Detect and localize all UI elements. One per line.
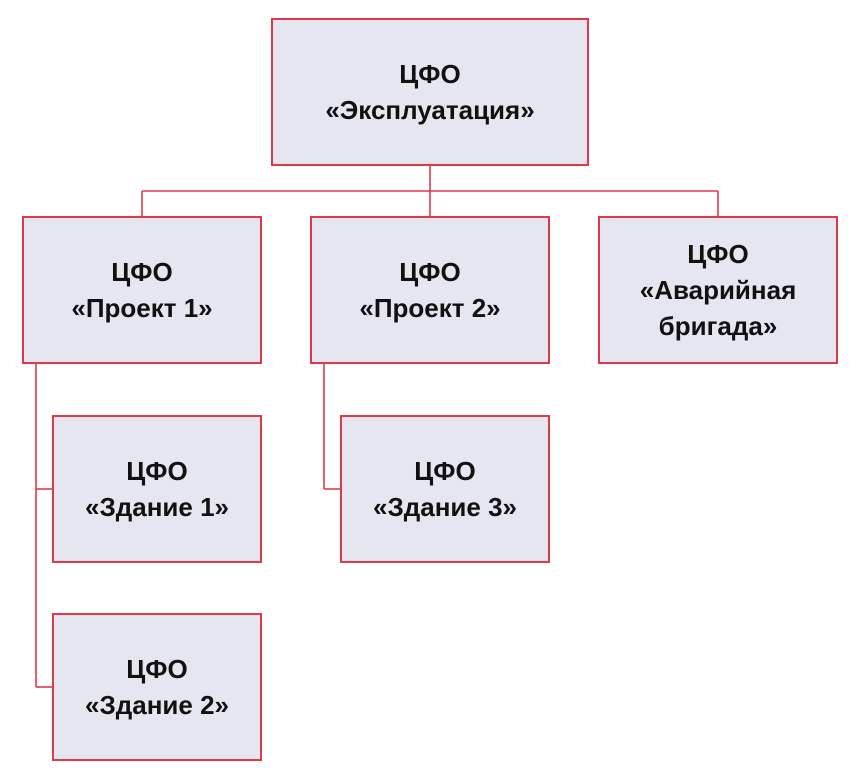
node-operations-line1: ЦФО — [399, 59, 461, 89]
node-emergency-team-line2: «Аварийная — [639, 275, 797, 305]
node-building-1-line1: ЦФО — [126, 456, 188, 486]
node-building-1: ЦФО «Здание 1» — [52, 415, 262, 563]
node-building-3-line1: ЦФО — [414, 456, 476, 486]
node-project-1-line2: «Проект 1» — [71, 293, 213, 323]
node-building-3: ЦФО «Здание 3» — [340, 415, 550, 563]
node-emergency-team: ЦФО «Аварийная бригада» — [598, 216, 838, 364]
node-project-2: ЦФО «Проект 2» — [310, 216, 550, 364]
node-building-3-line2: «Здание 3» — [372, 492, 517, 522]
node-emergency-team-line1: ЦФО — [687, 239, 749, 269]
node-project-2-line1: ЦФО — [399, 257, 461, 287]
node-building-2: ЦФО «Здание 2» — [52, 613, 262, 761]
node-operations: ЦФО «Эксплуатация» — [271, 18, 589, 166]
node-building-2-line1: ЦФО — [126, 654, 188, 684]
node-building-1-line2: «Здание 1» — [84, 492, 229, 522]
node-project-2-line2: «Проект 2» — [359, 293, 501, 323]
node-project-1: ЦФО «Проект 1» — [22, 216, 262, 364]
node-operations-line2: «Эксплуатация» — [325, 95, 535, 125]
node-emergency-team-line3: бригада» — [658, 311, 778, 341]
node-building-2-line2: «Здание 2» — [84, 690, 229, 720]
node-project-1-line1: ЦФО — [111, 257, 173, 287]
